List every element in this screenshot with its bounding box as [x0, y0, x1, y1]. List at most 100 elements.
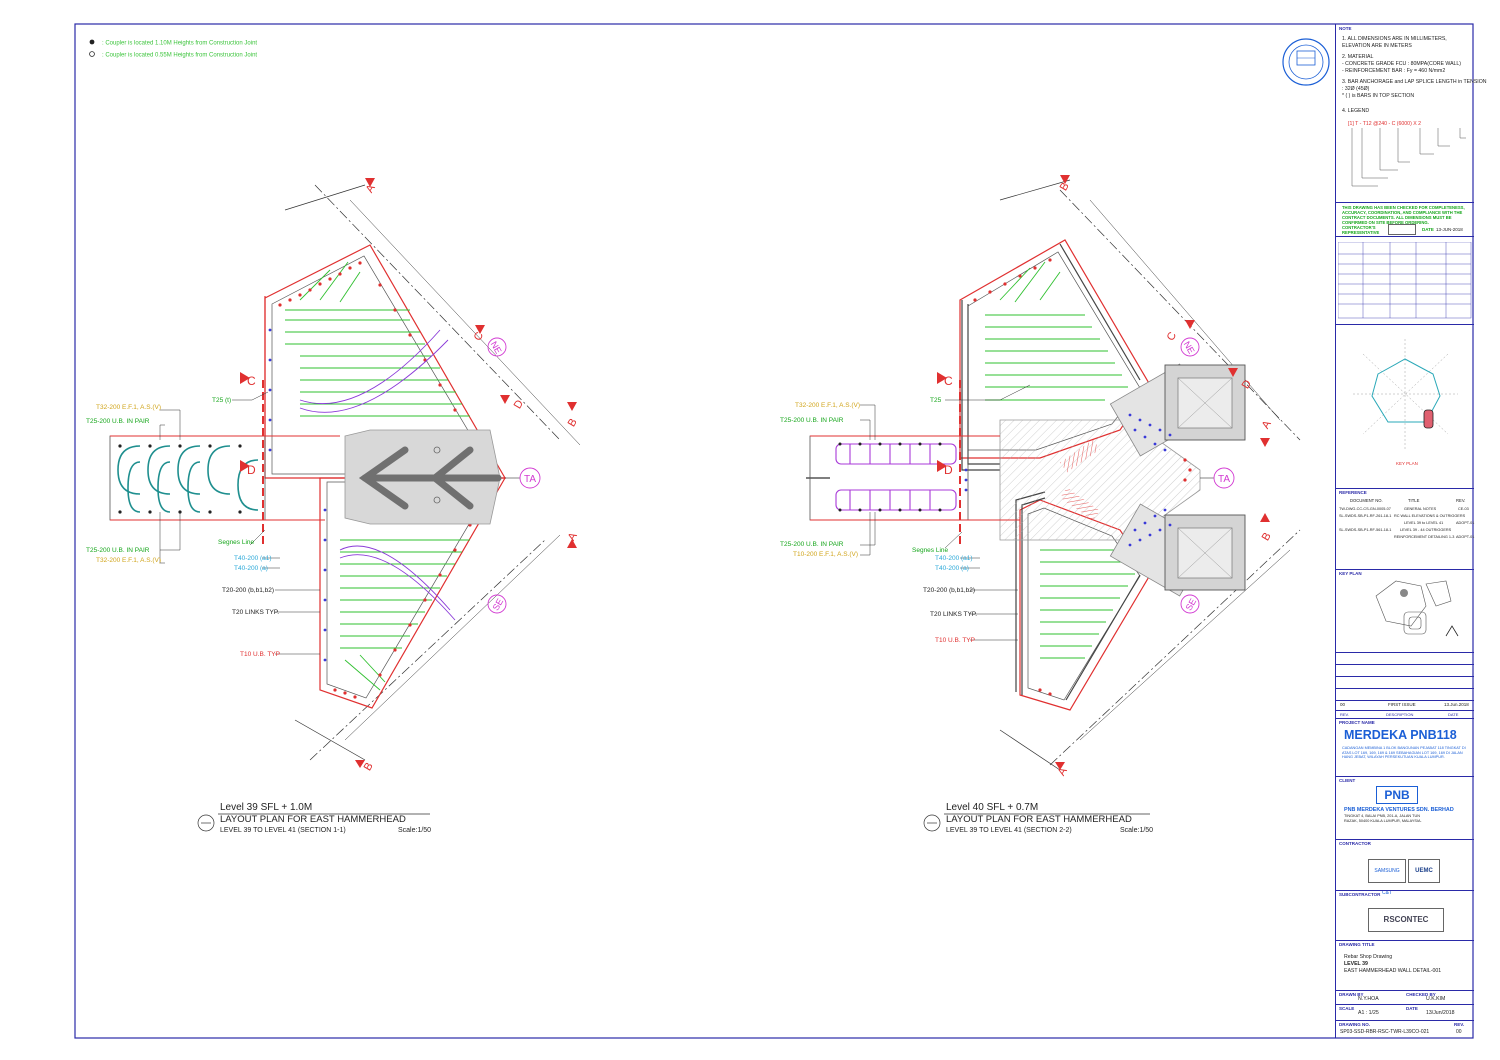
- p2-label-t40: T40-200 (a1): [935, 555, 973, 562]
- p1-label-t20links: T20 LINKS TYP.: [232, 609, 279, 616]
- p1-grid-c-left: C: [247, 374, 256, 388]
- ref-row-2-title: RC WALL ELEVATIONS & OUTRIGGERS: [1394, 514, 1466, 518]
- ref-row-3-title: LEVEL 39 to LEVEL 41: [1404, 521, 1444, 525]
- ref-row-4-title: LEVEL 39 - 44 OUTRIGGERS: [1400, 528, 1452, 532]
- drawing-title-line-3: EAST HAMMERHEAD WALL DETAIL-001: [1344, 968, 1442, 974]
- contractor-rep-label: CONTRACTOR'S REPRESENTATIVE: [1342, 225, 1380, 235]
- key-plan-caption: KEY PLAN: [1396, 461, 1418, 466]
- p1-grid-a-right: A: [566, 530, 580, 543]
- p1-grid-d-left: D: [247, 463, 256, 477]
- legend-leader-lines: [1351, 128, 1466, 187]
- rev-header-desc: DESCRIPTION: [1386, 712, 1414, 717]
- project-description: CADANGAN MEMBINA 1 BLOK BANGUNAN PEJABAT…: [1342, 746, 1466, 760]
- coordination-grid: [1338, 242, 1472, 319]
- date2-value: 13/Jun/2018: [1426, 1010, 1455, 1016]
- scale-label: SCALE: [1339, 1006, 1355, 1011]
- ref-row-5-rev: ADOPT-01: [1456, 535, 1475, 539]
- checked-by-value: U.K.KIM: [1426, 996, 1446, 1002]
- ref-row-3-rev: ADOPT-01: [1456, 521, 1475, 525]
- notes-caption: NOTE: [1339, 26, 1352, 31]
- legend-solid-text: : Coupler is located 1.10M Heights from …: [102, 41, 257, 47]
- subcontractor-caption: SUBCONTRACTOR: [1339, 892, 1381, 897]
- p2-title-line2: LAYOUT PLAN FOR EAST HAMMERHEAD: [946, 814, 1132, 825]
- key-plan-diagram: [1353, 339, 1458, 449]
- rep-date-label: DATE: [1422, 227, 1434, 232]
- p1-title-line2: LAYOUT PLAN FOR EAST HAMMERHEAD: [220, 814, 406, 825]
- plan-1-drawing: [109, 178, 581, 768]
- p2-label-t10ub: T10 U.B. TYP: [935, 637, 975, 644]
- note-line-4: - CONCRETE GRADE FCU : 80MPA(CORE WALL): [1342, 61, 1462, 67]
- plan-2-drawing: [806, 175, 1301, 771]
- p1-label-t20b: T20-200 (b,b1,b2): [222, 587, 274, 594]
- ref-row-1-rev: CE-03: [1458, 507, 1469, 511]
- note-line-6: 3. BAR ANCHORAGE and LAP SPLICE LENGTH i…: [1342, 79, 1487, 85]
- note-line-3: 2. MATERIAL: [1342, 54, 1374, 60]
- contractor-logo-samsung: SAMSUNG C&T: [1368, 859, 1406, 896]
- direction-arrow-icon: [358, 446, 502, 510]
- p1-ta-bubble: TA: [505, 467, 541, 489]
- p1-label-t40: T40-200 (a1): [234, 555, 272, 562]
- note-line-7: : 32Ø (45Ø): [1342, 86, 1370, 92]
- p1-title-scale: Scale:1/50: [398, 827, 431, 834]
- rev-label: REV.: [1454, 1022, 1465, 1027]
- p1-grid-b-bottom: B: [362, 761, 376, 773]
- p2-ne-bubble: NE: [1180, 337, 1200, 357]
- p1-label-t25pair-top: T25-200 U.B. IN PAIR: [86, 418, 150, 425]
- plan-2-title: Level 40 SFL + 0.7M LAYOUT PLAN FOR EAST…: [923, 802, 1153, 834]
- ref-row-1-title: GENERAL NOTES: [1404, 507, 1437, 511]
- p2-label-t20b: T20-200 (b,b1,b2): [923, 587, 975, 594]
- p1-title-line1: Level 39 SFL + 1.0M: [220, 802, 312, 813]
- client-logo: PNB: [1376, 786, 1418, 804]
- drawing-title-line-1: Rebar Shop Drawing: [1344, 954, 1393, 960]
- p2-label-t10: T10-200 E.F.1, A.S.(V): [793, 551, 858, 558]
- p2-title-line3: LEVEL 39 TO LEVEL 41 (SECTION 2-2): [946, 827, 1072, 834]
- reference-caption: REFERENCE: [1339, 490, 1367, 495]
- drawing-title-caption: DRAWING TITLE: [1339, 942, 1375, 947]
- p1-label-t10: T10 U.B. TYP: [240, 651, 280, 658]
- legend-hollow-dot-icon: [89, 51, 95, 57]
- title-block: NOTE 1. ALL DIMENSIONS ARE IN MILLIMETER…: [1335, 24, 1487, 1038]
- rev-desc: FIRST ISSUE: [1388, 702, 1416, 707]
- p1-ne-bubble: NE: [487, 337, 507, 357]
- ref-header-rev: REV.: [1456, 498, 1466, 503]
- checked-by-label: CHECKED BY: [1406, 992, 1436, 997]
- rev-header-rev: REV.: [1340, 712, 1349, 717]
- sheet-border: [74, 23, 1474, 1039]
- contractor-caption: CONTRACTOR: [1339, 841, 1371, 846]
- rev-no: 00: [1340, 702, 1346, 707]
- scale-value: A1 : 1/25: [1358, 1010, 1379, 1016]
- check-note: THIS DRAWING HAS BEEN CHECKED FOR COMPLE…: [1342, 205, 1465, 225]
- p1-label-t40b: T40-200 (a): [234, 565, 268, 572]
- project-caption: PROJECT NAME: [1339, 720, 1375, 725]
- note-line-2: ELEVATION ARE IN METERS: [1342, 43, 1412, 49]
- p1-label-t25pair-bottom: T25-200 U.B. IN PAIR: [86, 547, 150, 554]
- key-plan2-caption: KEY PLAN: [1339, 571, 1362, 576]
- site-key-plan-diagram: [1375, 580, 1459, 637]
- drawing-no-label: DRAWING NO.: [1339, 1022, 1370, 1027]
- p2-grid-a-bottom: A: [1056, 765, 1070, 778]
- p2-title-line1: Level 40 SFL + 0.7M: [946, 802, 1038, 813]
- p2-grid-b-right: B: [1260, 531, 1274, 543]
- column-se: [1164, 514, 1246, 591]
- p1-grid-c-right: C: [472, 330, 486, 343]
- ref-header-title: TITLE: [1408, 498, 1420, 503]
- p2-grid-c-left: C: [944, 374, 953, 388]
- p2-se-label: SE: [1184, 597, 1199, 612]
- ref-row-1-doc: TW-DWG-CC-CS-GN-0005-07: [1339, 507, 1391, 511]
- project-name: MERDEKA PNB118: [1344, 728, 1457, 742]
- p1-ta-label: TA: [524, 474, 536, 485]
- p2-ta-bubble: TA: [1200, 467, 1235, 489]
- p2-se-bubble: SE: [1180, 594, 1200, 614]
- note-line-9: 4. LEGEND: [1342, 108, 1370, 114]
- ref-row-4-doc: SL-SWDS-SB-P1-RF-561-18-1: [1339, 528, 1392, 532]
- p2-ta-label: TA: [1218, 474, 1230, 485]
- plan-1-title: Level 39 SFL + 1.0M LAYOUT PLAN FOR EAST…: [197, 802, 431, 834]
- client-caption: CLIENT: [1339, 778, 1356, 783]
- note-line-5: - REINFORCEMENT BAR : Fy = 460 N/mm2: [1342, 68, 1446, 74]
- p1-se-bubble: SE: [487, 594, 507, 614]
- subcontractor-logo: RSCONTEC: [1368, 908, 1444, 932]
- p2-label-t25pair-bottom: T25-200 U.B. IN PAIR: [780, 541, 844, 548]
- legend-hollow-text: : Coupler is located 0.55M Heights from …: [102, 53, 257, 59]
- p2-label-t25pair-top: T25-200 U.B. IN PAIR: [780, 417, 844, 424]
